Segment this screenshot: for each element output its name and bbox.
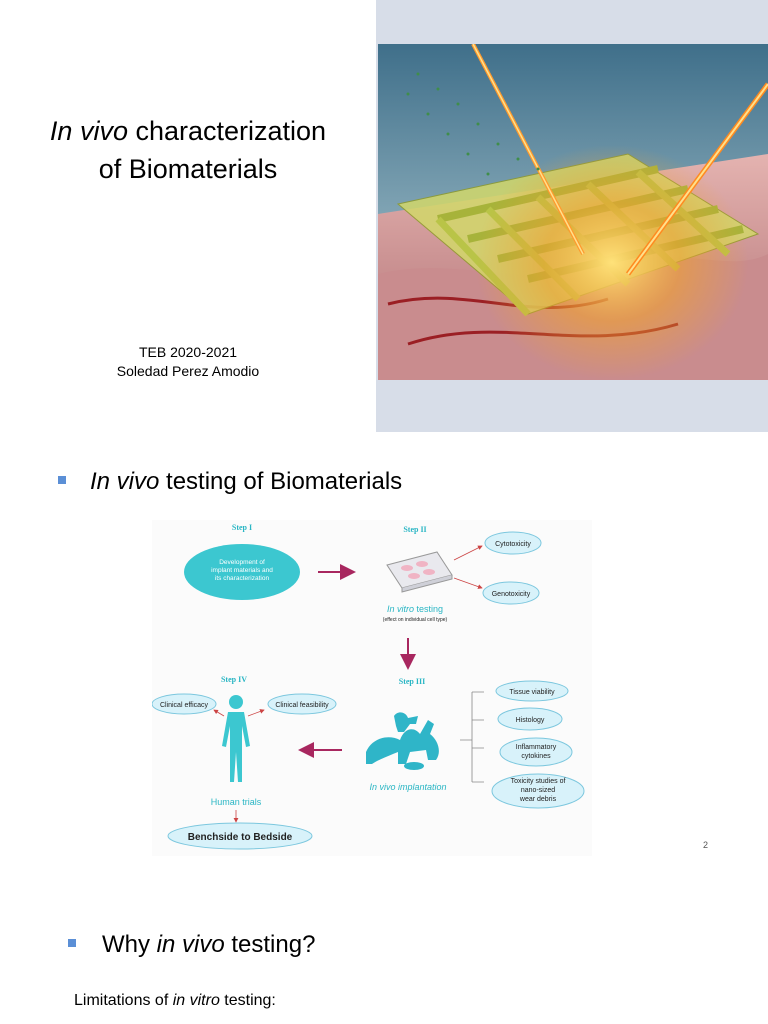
histology-bubble	[497, 707, 563, 731]
toxicity-label-3: wear debris	[519, 796, 557, 803]
course-label: TEB 2020-2021	[138, 344, 238, 360]
step2-label: Step II	[403, 525, 426, 534]
title-rest: characterization	[127, 116, 327, 146]
in-vivo-testing-diagram: Step I Development of implant materials …	[152, 520, 592, 856]
in-vitro-sub: (effect on individual cell type)	[383, 617, 448, 623]
well-plate-icon	[386, 551, 453, 593]
toxicity-label-1: Toxicity studies of	[511, 778, 566, 785]
text-italic: in vitro	[172, 992, 220, 1009]
step1-text-2: implant materials and	[211, 567, 273, 574]
heading-suffix: testing?	[224, 931, 316, 958]
author-label: Soledad Perez Amodio	[116, 363, 260, 379]
title-line2: of Biomaterials	[98, 154, 278, 184]
limitations-text: Limitations of in vitro testing:	[74, 990, 276, 1012]
step3-label: Step III	[399, 677, 425, 686]
step1-ellipse	[184, 544, 300, 600]
heading-rest: testing of Biomaterials	[159, 468, 403, 495]
step1-text-1: Development of	[219, 559, 265, 566]
arrow-cytotoxicity	[453, 545, 483, 561]
inflammatory-bubble	[499, 737, 573, 767]
inflammatory-label-1: Inflammatory	[516, 744, 557, 751]
in-vivo-label: In vivo implantation	[369, 782, 446, 792]
title-slide: In vivo characterization of Biomaterials…	[0, 0, 768, 432]
tissue-viability-bubble	[495, 680, 569, 702]
clinical-feasibility-label: Clinical feasibility	[275, 702, 329, 709]
title-italic: In vivo	[49, 116, 128, 146]
arrow-clinical-feasibility	[247, 709, 265, 717]
text-prefix: Limitations of	[74, 992, 173, 1009]
biomaterial-scaffold-image	[378, 44, 768, 380]
clinical-efficacy-bubble	[152, 693, 217, 715]
slide3-heading: Why in vivo testing?	[102, 929, 315, 961]
toxicity-bubble	[491, 773, 585, 809]
cytotoxicity-label: Cytotoxicity	[495, 541, 531, 548]
bullet-icon	[58, 476, 66, 484]
cytotoxicity-bubble	[484, 531, 542, 555]
animals-icon	[366, 712, 439, 770]
step1-text-3: its characterization	[215, 575, 270, 582]
toxicity-label-2: nano-sized	[521, 787, 555, 794]
clinical-feasibility-bubble	[267, 693, 337, 715]
bullet-icon	[68, 939, 76, 947]
histology-label: Histology	[516, 717, 545, 724]
page-number: 2	[703, 840, 709, 850]
genotoxicity-bubble	[482, 581, 540, 605]
genotoxicity-label: Genotoxicity	[492, 591, 531, 598]
bench-to-bedside-bubble	[167, 822, 313, 850]
human-trials-label: Human trials	[211, 797, 262, 807]
in-vitro-label: In vitro testing	[387, 604, 443, 614]
arrow-clinical-efficacy	[213, 709, 225, 717]
inflammatory-label-2: cytokines	[521, 753, 551, 760]
arrow-genotoxicity	[453, 577, 483, 589]
text-suffix: testing:	[219, 992, 276, 1009]
heading-prefix: Why	[102, 931, 157, 958]
heading-italic: In vivo	[90, 468, 160, 495]
bench-to-bedside-label: Benchside to Bedside	[188, 832, 293, 843]
step1-label: Step I	[232, 523, 252, 532]
human-body-icon	[222, 695, 250, 782]
heading-italic: in vivo	[156, 931, 225, 958]
tissue-viability-label: Tissue viability	[509, 689, 555, 696]
slide-title: In vivo characterization of Biomaterials	[0, 112, 376, 188]
bracket-step3	[460, 691, 484, 783]
step4-label: Step IV	[221, 675, 247, 684]
clinical-efficacy-label: Clinical efficacy	[160, 702, 209, 709]
slide-meta: TEB 2020-2021 Soledad Perez Amodio	[0, 343, 376, 381]
slide2-heading: In vivo testing of Biomaterials	[90, 466, 402, 498]
